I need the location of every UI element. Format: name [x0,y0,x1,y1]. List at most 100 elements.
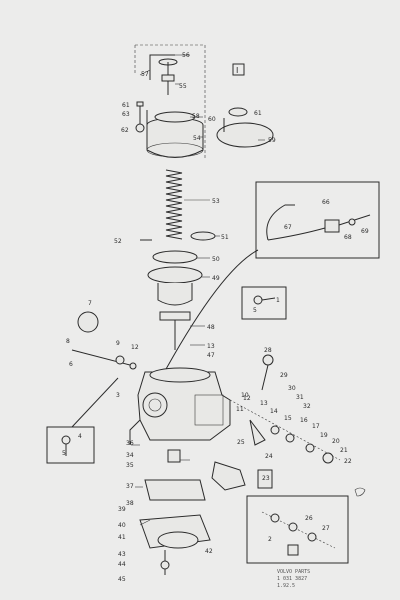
label-57: 57 [141,71,149,78]
label-39: 39 [118,506,126,513]
label-27: 27 [322,525,330,532]
washer-18 [285,433,295,443]
diaphragm-50 [152,250,198,264]
top-cover-upper [154,111,196,123]
label-11: 11 [236,406,244,413]
choke-nut [129,362,137,370]
washer-19 [305,443,315,453]
label-15: 15 [284,415,292,422]
label-6: 6 [69,361,73,368]
inset-leader [159,249,259,381]
left-inset-screw [61,435,71,445]
label-9: 9 [116,340,120,347]
carburetor-throat-inner [148,398,162,412]
caption-line-2: 1 031 3827 [277,576,307,582]
label-63: 63 [122,111,130,118]
inset-box-bottom [246,495,349,564]
choke-washer [115,355,125,365]
label-35: 35 [126,462,134,469]
ring-51 [190,231,216,241]
mid-inset-screw [253,295,263,305]
label-19: 19 [320,432,328,439]
label-67: 67 [284,224,292,231]
nut-20 [322,452,334,464]
label-37: 37 [126,483,134,490]
label-5b: 5 [62,450,66,457]
inset-hose [266,204,295,241]
parts-caption: VOLVO PARTS 1 031 3827 1.92.5 [277,569,310,589]
washer-62 [135,123,145,133]
throttle-lever [211,461,246,491]
section-label-box [232,63,245,76]
bottom-inset-washer-3 [307,532,317,542]
caption-line-3: 1.92.5 [277,583,295,589]
inset-washer [348,218,356,226]
section-label: I [236,66,238,75]
vent-tube [149,54,175,80]
label-55: 55 [179,83,187,90]
label-61b: 61 [254,110,262,117]
leader-lines [131,54,265,526]
label-13a: 13 [207,343,215,350]
label-12b: 12 [243,395,251,402]
label-54: 54 [193,135,201,142]
caption-line-1: VOLVO PARTS [277,569,310,575]
label-62: 62 [121,127,129,134]
carburetor-body [137,371,231,441]
label-40: 40 [118,522,126,529]
carburetor-top-bore [149,367,211,383]
label-68: 68 [344,234,352,241]
label-5a: 5 [253,307,257,314]
label-60: 60 [208,116,216,123]
label-51: 51 [221,234,229,241]
label-52: 52 [114,238,122,245]
screw-head-1 [136,101,144,107]
carburetor-side-block [194,394,224,426]
spring [165,169,183,240]
label-25: 25 [237,439,245,446]
label-34: 34 [126,452,134,459]
label-61a: 61 [122,102,130,109]
label-2: 2 [268,536,272,543]
washer-17 [270,425,280,435]
label-17: 17 [312,423,320,430]
label-47: 47 [207,352,215,359]
label-66: 66 [322,199,330,206]
mid-inset-shaft [261,297,276,301]
label-45: 45 [118,576,126,583]
drain-washer [160,560,170,570]
vent-fitting [161,74,175,82]
hand-mark-icon [354,487,366,497]
label-32: 32 [303,403,311,410]
label-59: 59 [268,137,276,144]
label-13b: 13 [260,400,268,407]
right-lid [216,122,274,148]
needle-holder [159,311,191,321]
label-21: 21 [340,447,348,454]
label-56: 56 [182,52,190,59]
inset-box-left [46,426,95,464]
label-8: 8 [66,338,70,345]
label-53: 53 [212,198,220,205]
label-49: 49 [212,275,220,282]
label-10: 10 [241,392,249,399]
label-1: 1 [276,297,280,304]
label-50: 50 [212,256,220,263]
piston [157,283,193,306]
label-3: 3 [116,392,120,399]
choke-disc [77,311,99,333]
lever-block [257,469,273,489]
label-16: 16 [300,417,308,424]
label-38: 38 [126,500,134,507]
linkage-screw-shaft [261,364,269,391]
label-7: 7 [88,300,92,307]
diaphragm-49 [147,266,203,284]
linkage-screw-28 [262,354,274,366]
inset-box-top [255,181,380,259]
label-36: 36 [126,440,134,447]
label-30: 30 [288,385,296,392]
label-12a: 12 [131,344,139,351]
top-cover-rim [146,142,204,158]
